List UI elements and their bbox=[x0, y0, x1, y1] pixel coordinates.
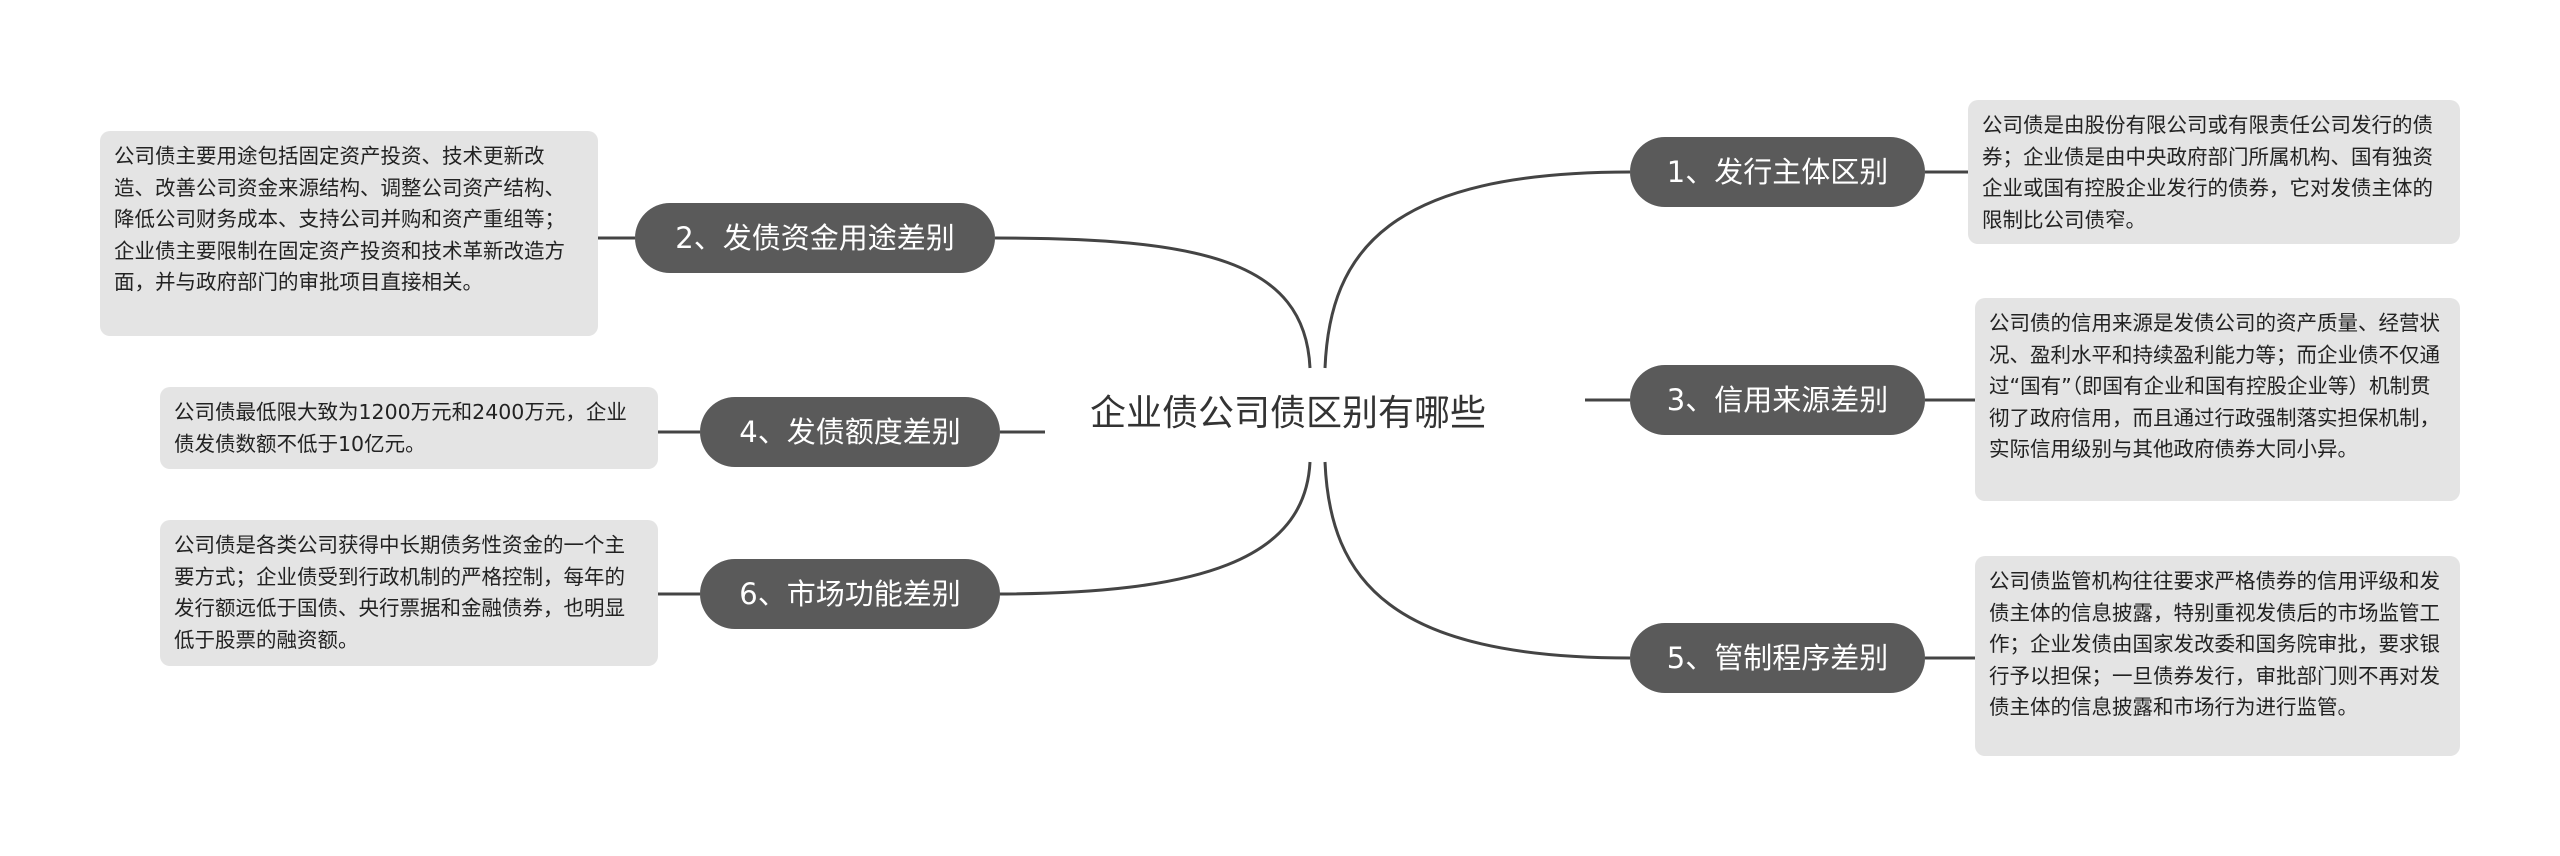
note-fund-usage: 公司债主要用途包括固定资产投资、技术更新改造、改善公司资金来源结构、调整公司资产… bbox=[100, 131, 598, 336]
connector-branch-1 bbox=[1323, 170, 1631, 369]
connector-branch-2 bbox=[994, 236, 1312, 369]
note-regulation: 公司债监管机构往往要求严格债券的信用评级和发债主体的信息披露，特别重视发债后的市… bbox=[1975, 556, 2460, 756]
note-issuer: 公司债是由股份有限公司或有限责任公司发行的债券；企业债是由中央政府部门所属机构、… bbox=[1968, 100, 2460, 244]
branch-regulation[interactable]: 5、管制程序差别 bbox=[1630, 623, 1925, 693]
branch-fund-usage[interactable]: 2、发债资金用途差别 bbox=[635, 203, 995, 273]
branch-credit-source[interactable]: 3、信用来源差别 bbox=[1630, 365, 1925, 435]
branch-issue-amount[interactable]: 4、发债额度差别 bbox=[700, 397, 1000, 467]
connector-branch-5 bbox=[1323, 461, 1631, 660]
branch-market-function[interactable]: 6、市场功能差别 bbox=[700, 559, 1000, 629]
central-topic[interactable]: 企业债公司债区别有哪些 bbox=[1090, 393, 1487, 434]
branch-issuer[interactable]: 1、发行主体区别 bbox=[1630, 137, 1925, 207]
connector-branch-6 bbox=[994, 461, 1312, 596]
note-issue-amount: 公司债最低限大致为1200万元和2400万元，企业债发债数额不低于10亿元。 bbox=[160, 387, 658, 469]
note-credit-source: 公司债的信用来源是发债公司的资产质量、经营状况、盈利水平和持续盈利能力等；而企业… bbox=[1975, 298, 2460, 501]
note-market-function: 公司债是各类公司获得中长期债务性资金的一个主要方式；企业债受到行政机制的严格控制… bbox=[160, 520, 658, 666]
